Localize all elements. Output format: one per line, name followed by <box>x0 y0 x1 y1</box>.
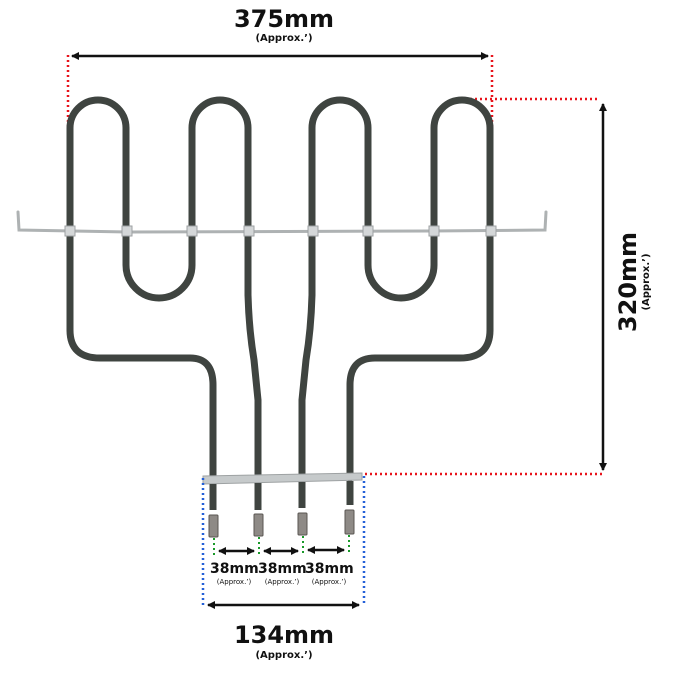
rod-clips <box>64 225 497 237</box>
height-label: 320mm (Approx.’) <box>614 227 655 337</box>
heating-element <box>66 96 494 482</box>
spacing-3-value: 38mm <box>305 561 354 577</box>
height-note: (Approx.’) <box>641 253 652 311</box>
terminal-block-note: (Approx.’) <box>255 650 313 661</box>
terminals <box>208 509 355 538</box>
width-guides <box>66 55 605 476</box>
terminal-block-value: 134mm <box>233 621 335 649</box>
terminal-bracket <box>202 472 363 485</box>
spacing-2-value: 38mm <box>258 561 307 577</box>
spacing-1-note: (Approx.’) <box>216 578 252 586</box>
spacing-3-note: (Approx.’) <box>311 578 347 586</box>
spacing-arrows <box>218 546 345 555</box>
spacing-1-value: 38mm <box>210 561 259 577</box>
support-rod <box>16 210 548 234</box>
terminal-legs <box>209 481 354 510</box>
height-value: 320mm <box>614 231 642 333</box>
width-note: (Approx.’) <box>255 33 313 44</box>
terminal-block-guides <box>201 476 366 606</box>
width-value: 375mm <box>233 5 335 33</box>
terminal-guides <box>213 535 350 555</box>
spacing-2-note: (Approx.’) <box>264 578 300 586</box>
